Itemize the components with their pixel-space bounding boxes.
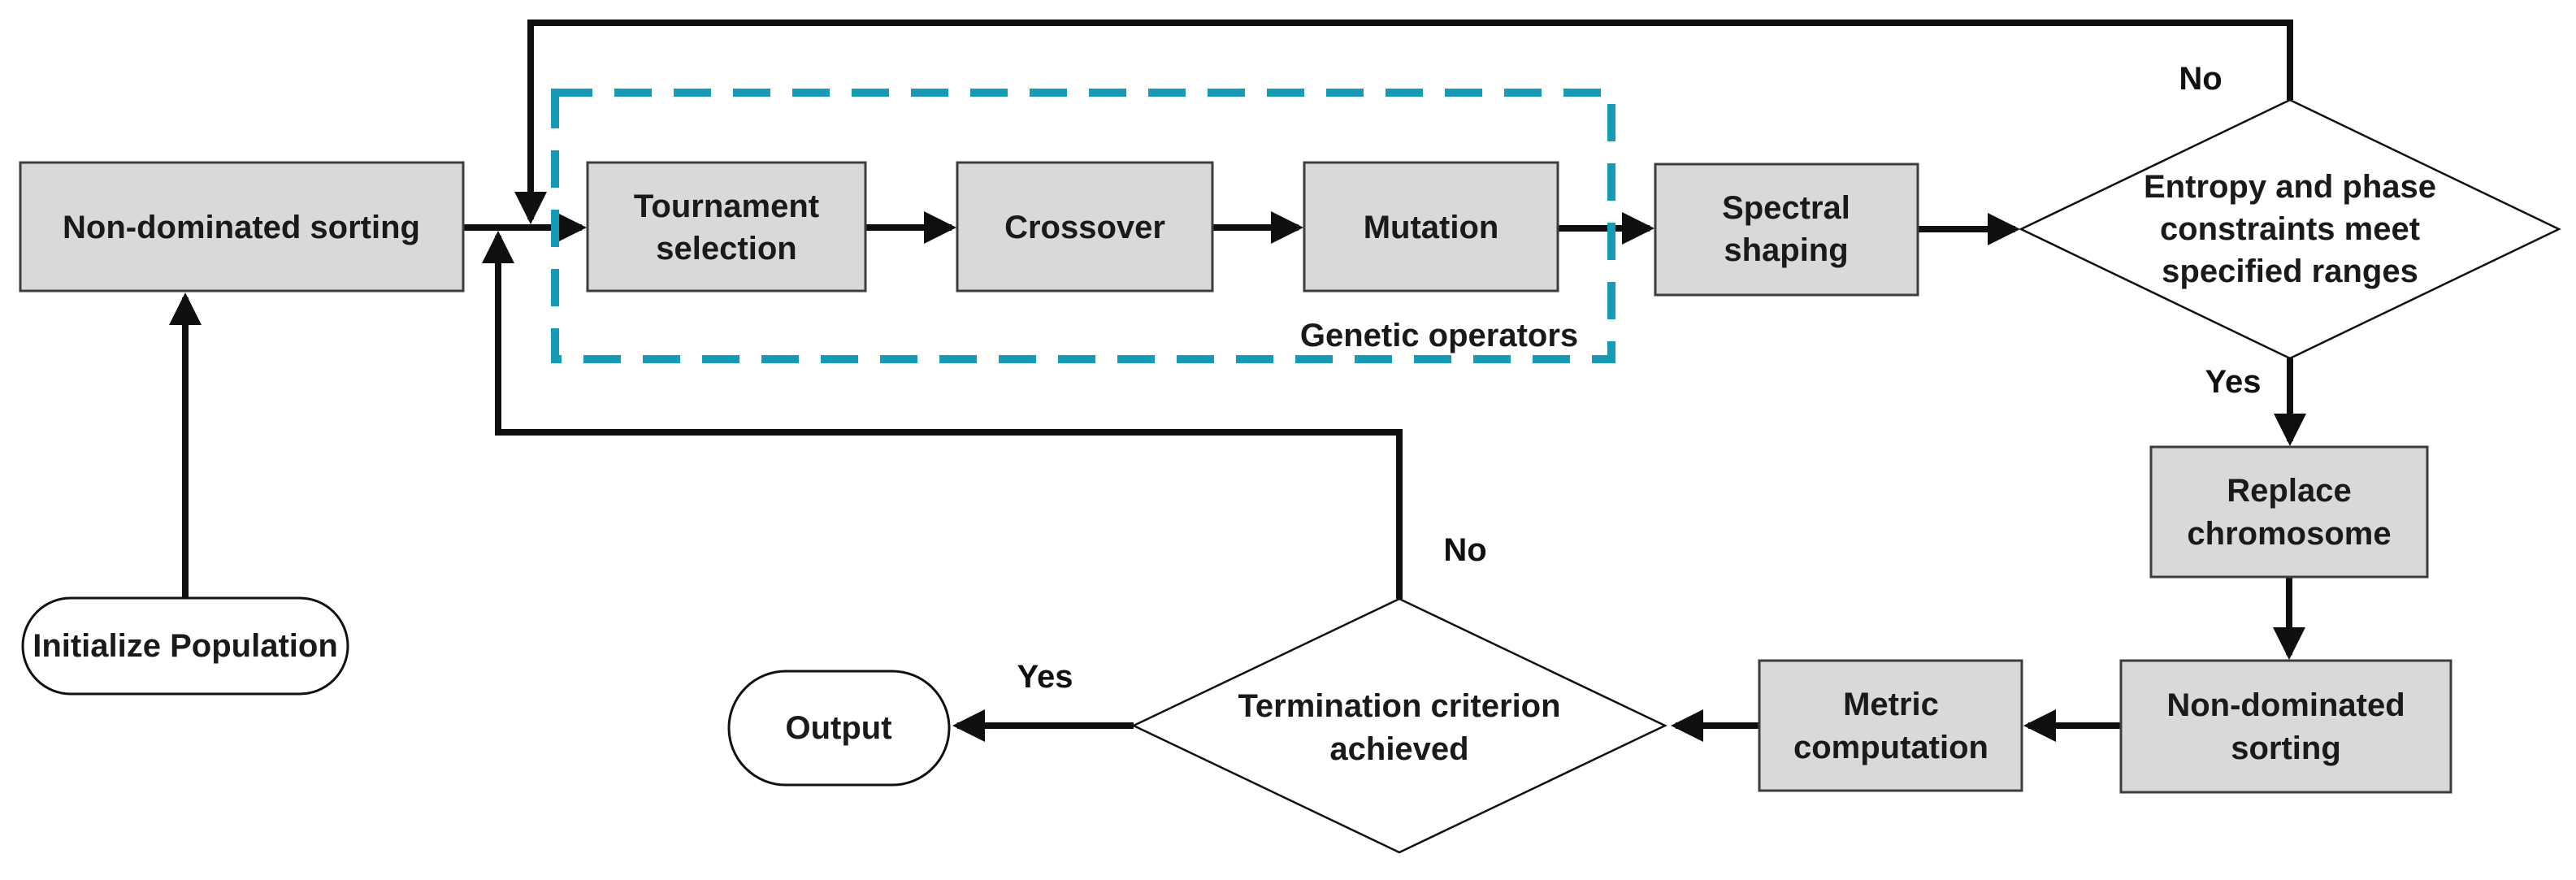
edge-label-termination-yes: Yes <box>1017 659 1073 695</box>
process-box <box>1758 659 2023 792</box>
genetic-operators-group-label: Genetic operators <box>1300 318 1578 353</box>
node-replace-chromosome: Replace chromosome <box>2149 445 2429 579</box>
edge-label-entropy-no: No <box>2179 61 2222 97</box>
edge-label-termination-no: No <box>1443 532 1486 568</box>
node-label-line2: chromosome <box>2187 516 2391 552</box>
node-tournament-selection: Tournament selection <box>586 161 867 293</box>
genetic-operators-group <box>551 89 1615 363</box>
process-box <box>19 161 465 293</box>
node-label-line1: Termination criterion <box>1238 688 1560 724</box>
node-label: Crossover <box>1004 210 1165 245</box>
node-label-line2: selection <box>656 231 796 267</box>
node-non-dominated-sorting-1: Non-dominated sorting <box>19 161 465 293</box>
node-label: Output <box>785 710 891 746</box>
node-spectral-shaping: Spectral shaping <box>1654 163 1919 297</box>
node-label-line1: Non-dominated <box>2166 687 2405 723</box>
node-label: Mutation <box>1364 210 1499 245</box>
node-entropy-constraints-decision: Entropy and phase constraints meet speci… <box>2019 98 2561 360</box>
node-label-line1: Tournament <box>634 189 819 224</box>
decision-diamond <box>1131 597 1667 854</box>
node-label: Initialize Population <box>33 628 338 664</box>
node-label-line2: constraints meet <box>2160 211 2420 247</box>
connector-termination-no-feedback <box>482 231 1403 599</box>
edge-label-entropy-yes: Yes <box>2205 364 2262 400</box>
process-box <box>956 161 1214 293</box>
node-non-dominated-sorting-2: Non-dominated sorting <box>2119 659 2452 794</box>
node-mutation: Mutation <box>1303 161 1559 293</box>
node-label-line2: achieved <box>1329 731 1468 767</box>
node-label: Non-dominated sorting <box>63 210 420 245</box>
node-label-line1: Metric <box>1843 687 1939 722</box>
terminator-box <box>727 670 951 787</box>
terminator-box <box>21 596 349 696</box>
node-label-line2: shaping <box>1724 232 1848 268</box>
process-box <box>1654 163 1919 297</box>
process-box <box>2119 659 2452 794</box>
node-output: Output <box>727 670 951 787</box>
node-metric-computation: Metric computation <box>1758 659 2023 792</box>
node-label-line3: specified ranges <box>2162 254 2418 289</box>
node-label-line1: Spectral <box>1722 190 1850 226</box>
connector-entropy-no-feedback <box>514 20 2293 224</box>
process-box <box>1303 161 1559 293</box>
process-box <box>2149 445 2429 579</box>
process-box <box>586 161 867 293</box>
node-termination-criterion-decision: Termination criterion achieved <box>1131 597 1667 854</box>
node-initialize-population: Initialize Population <box>21 596 349 696</box>
node-label-line2: computation <box>1793 730 1988 765</box>
node-crossover: Crossover <box>956 161 1214 293</box>
decision-diamond <box>2019 98 2561 360</box>
node-label-line1: Entropy and phase <box>2144 169 2436 205</box>
node-label-line2: sorting <box>2231 730 2341 766</box>
node-label-line1: Replace <box>2227 473 2351 509</box>
